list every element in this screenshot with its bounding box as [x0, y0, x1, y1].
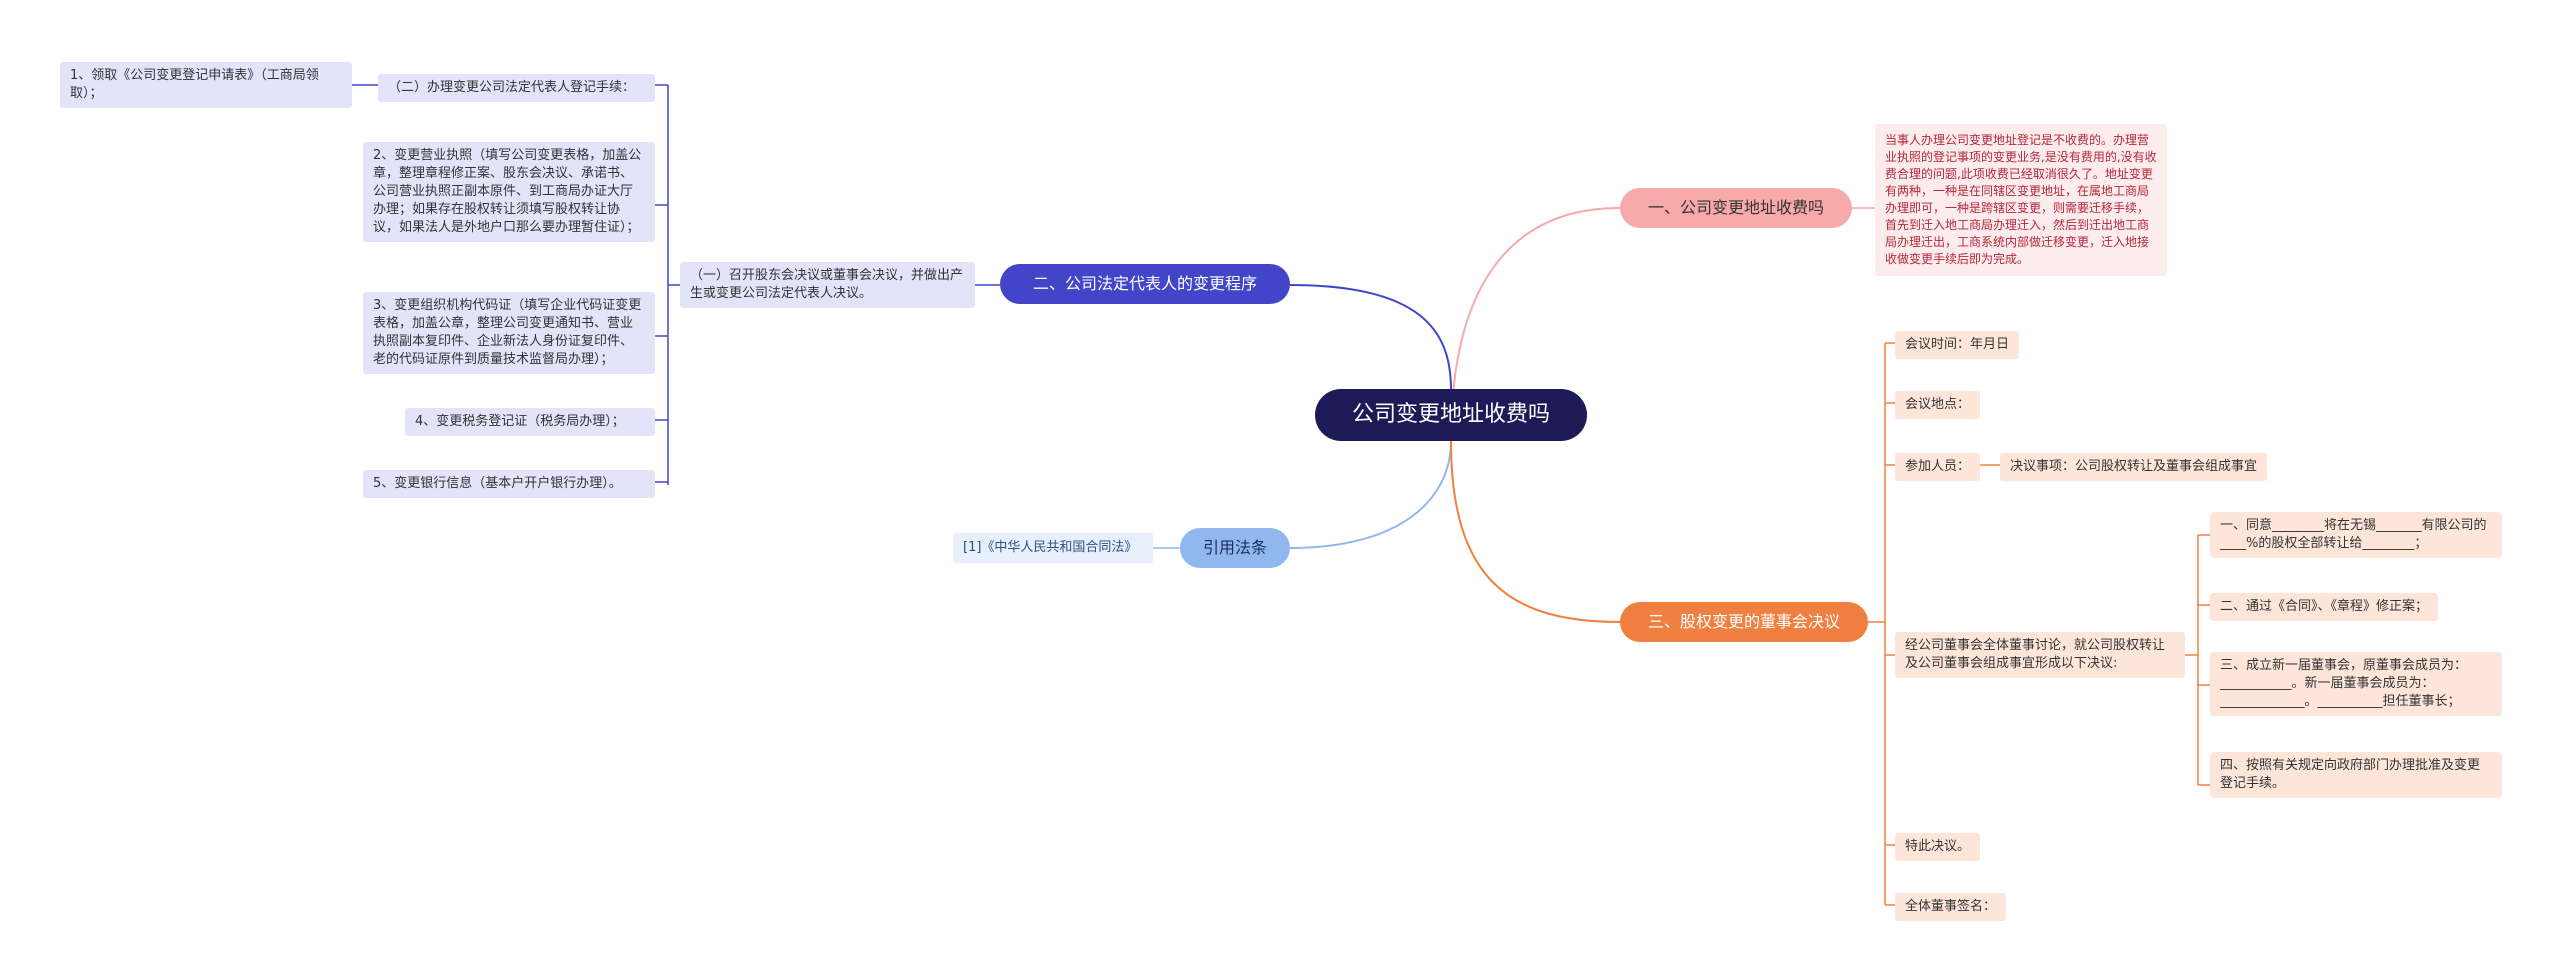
resolution-4: 四、按照有关规定向政府部门办理批准及变更登记手续。 [2210, 752, 2502, 798]
branch2-item5: 5、变更银行信息（基本户开户银行办理）。 [363, 470, 655, 498]
branch1-node[interactable]: 一、公司变更地址收费吗 [1620, 188, 1852, 228]
branch2-item2: 2、变更营业执照（填写公司变更表格，加盖公章，整理章程修正案、股东会决议、承诺书… [363, 142, 655, 242]
branch3-node[interactable]: 三、股权变更的董事会决议 [1620, 602, 1868, 642]
branch2-item3: 3、变更组织机构代码证（填写企业代码证变更表格，加盖公章，整理公司变更通知书、营… [363, 292, 655, 374]
meeting-sign: 全体董事签名： [1895, 893, 2007, 921]
meeting-place: 会议地点： [1895, 391, 1981, 419]
resolution-1: 一、同意________将在无锡_______有限公司的____%的股权全部转让… [2210, 512, 2502, 558]
root-node[interactable]: 公司变更地址收费吗 [1315, 389, 1587, 441]
resolution-3: 三、成立新一届董事会，原董事会成员为：___________。新一届董事会成员为… [2210, 652, 2502, 716]
edge-root-branch1 [1450, 207, 1621, 442]
branch2-item4: 4、变更税务登记证（税务局办理）； [405, 408, 655, 436]
branch2-node[interactable]: 二、公司法定代表人的变更程序 [1000, 264, 1290, 304]
branch2-step1: （一）召开股东会决议或董事会决议，并做出产生或变更公司法定代表人决议。 [680, 262, 975, 308]
edge-step1-items [655, 84, 680, 485]
meeting-matter: 决议事项：公司股权转让及董事会组成事宜 [2000, 453, 2268, 481]
cite-node[interactable]: 引用法条 [1180, 528, 1290, 568]
edge-root-branch2 [1289, 284, 1452, 390]
edge-discussion-resolutions [2185, 534, 2210, 786]
edge-root-branch3 [1450, 440, 1621, 623]
meeting-discussion: 经公司董事会全体董事讨论，就公司股权转让及公司董事会组成事宜形成以下决议: [1895, 632, 2185, 678]
meeting-time: 会议时间：年月日 [1895, 331, 2020, 359]
edge-branch3-items [1868, 342, 1895, 906]
meeting-attendees: 参加人员： [1895, 453, 1981, 481]
edge-root-cite [1289, 440, 1452, 549]
branch2-item1: 1、领取《公司变更登记申请表》（工商局领取）； [60, 62, 352, 108]
branch1-desc: 当事人办理公司变更地址登记是不收费的。办理营业执照的登记事项的变更业务,是没有费… [1875, 124, 2167, 276]
resolution-2: 二、通过《合同》、《章程》修正案； [2210, 593, 2439, 621]
meeting-special: 特此决议。 [1895, 833, 1981, 861]
branch2-step2: （二）办理变更公司法定代表人登记手续： [378, 74, 655, 102]
cite-item: [1]《中华人民共和国合同法》 [953, 533, 1153, 563]
